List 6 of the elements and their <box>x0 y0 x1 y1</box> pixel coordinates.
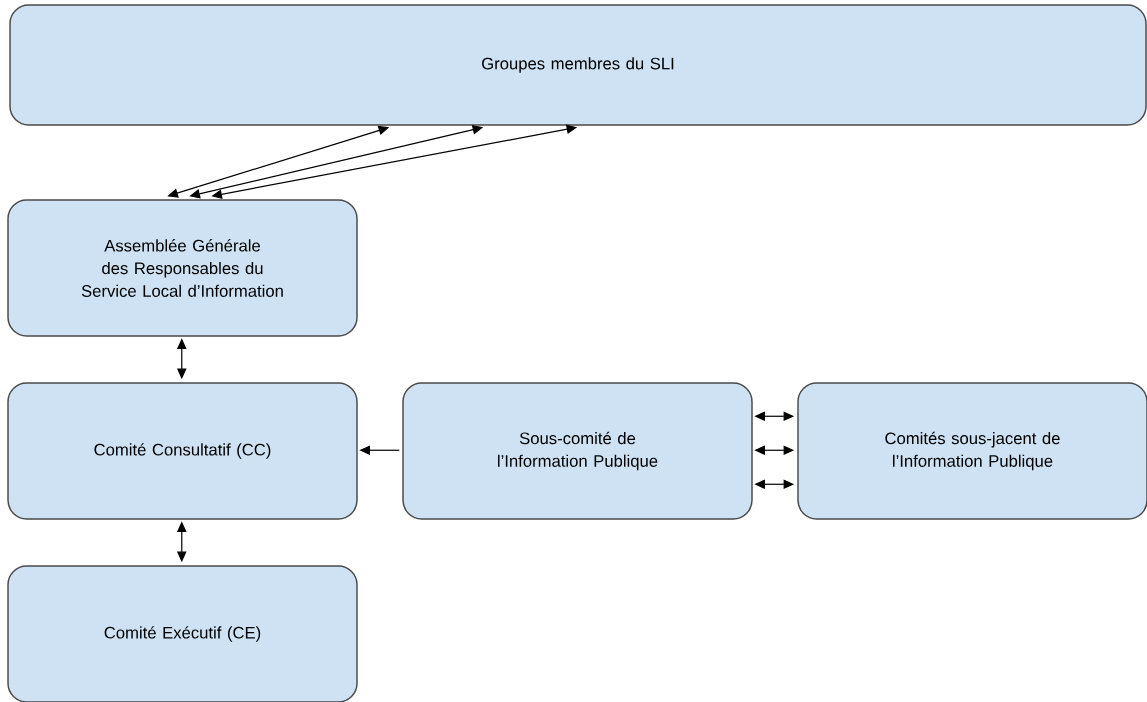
process-box: Groupes membres du SLI <box>9 4 1147 126</box>
process-box: Assemblée Générale des Responsables du Service Local d’Information <box>7 199 358 337</box>
process-box: Sous-comité de l’Information Publique <box>402 382 753 520</box>
process-box: Comités sous-jacent de l’Information Publique <box>797 382 1147 520</box>
process-box: Comité Consultatif (CC) <box>7 382 358 520</box>
process-box: Comité Exécutif (CE) <box>7 565 358 702</box>
